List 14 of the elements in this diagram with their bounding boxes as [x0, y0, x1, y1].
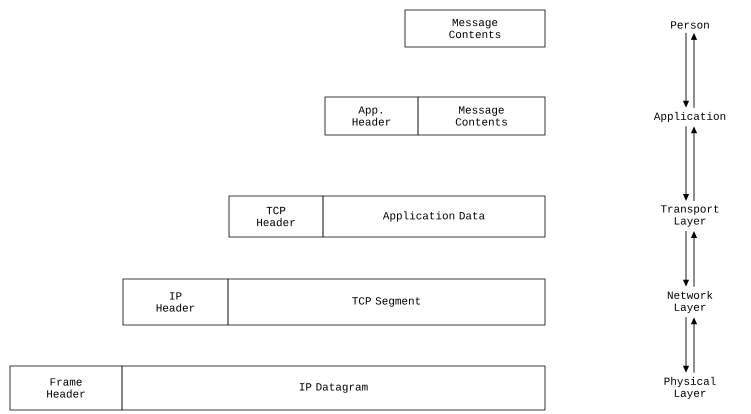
layer-label: Application — [654, 112, 726, 122]
layer-label: Physical Layer — [664, 376, 716, 400]
data-box: IP Datagram — [122, 366, 546, 410]
data-box: Message Contents — [404, 10, 546, 48]
layer-label: Network Layer — [668, 290, 712, 314]
data-box: Application Data — [322, 196, 546, 238]
layer-label: Person — [671, 21, 709, 29]
data-box: Message Contents — [418, 96, 546, 136]
header-box: Frame Header — [10, 366, 122, 410]
layer-label: Transport Layer — [660, 205, 718, 227]
header-box: IP Header — [122, 278, 228, 326]
header-box: App. Header — [324, 96, 418, 136]
data-box: TCP Segment — [228, 278, 546, 326]
header-box: TCP Header — [228, 196, 324, 238]
